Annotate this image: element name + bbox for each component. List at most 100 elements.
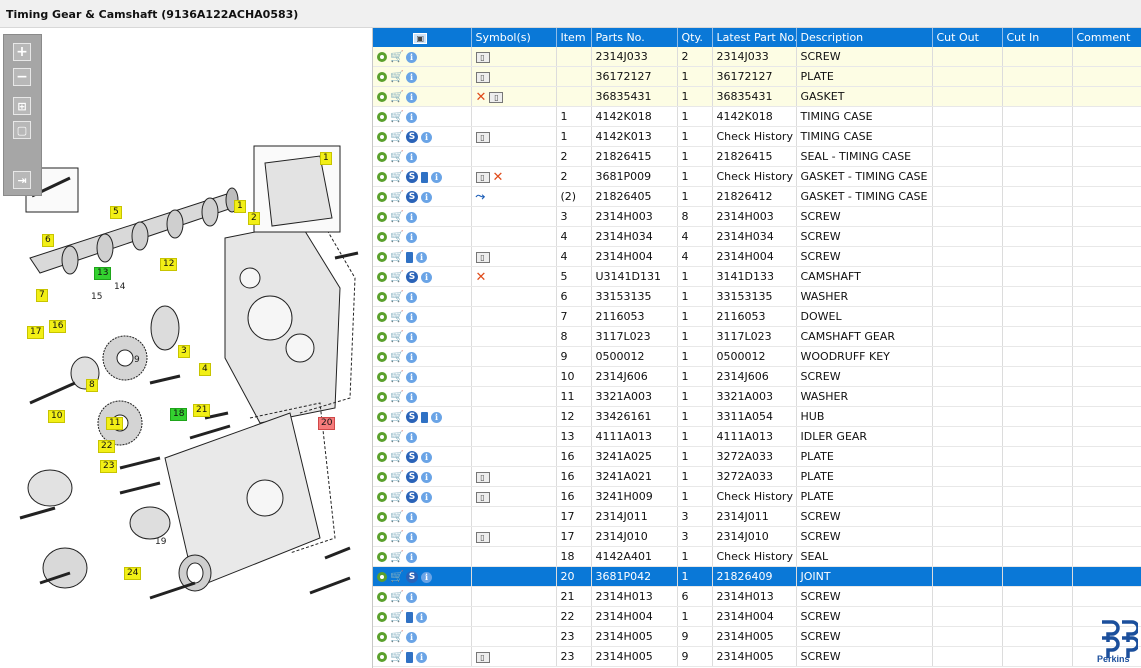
callout-label[interactable]: 17 <box>27 326 45 339</box>
document-icon[interactable]: ▯ <box>489 91 504 103</box>
document-icon[interactable]: ▯ <box>475 531 490 543</box>
document-icon[interactable]: ▯ <box>475 471 490 483</box>
add-to-cart-icon[interactable]: 🛒 <box>390 190 404 203</box>
add-to-cart-icon[interactable]: 🛒 <box>390 650 404 663</box>
settings-gear-icon[interactable] <box>377 272 387 282</box>
supersession-icon[interactable]: S <box>406 191 418 203</box>
callout-label[interactable]: 5 <box>110 206 122 219</box>
service-bulletin-icon[interactable] <box>421 171 428 183</box>
column-header-qty[interactable]: Qty. <box>677 28 713 47</box>
settings-gear-icon[interactable] <box>377 632 387 642</box>
assembly-gear-icon[interactable] <box>377 552 387 562</box>
settings-gear-icon[interactable] <box>377 132 387 142</box>
callout-label[interactable]: 1 <box>320 152 332 165</box>
column-header-comment[interactable]: Comment <box>1072 28 1141 47</box>
settings-gear-icon[interactable] <box>377 292 387 302</box>
info-icon[interactable]: i <box>406 231 417 243</box>
info-icon[interactable]: i <box>421 271 432 283</box>
settings-gear-icon[interactable] <box>377 472 387 482</box>
add-to-cart-icon[interactable]: 🛒 <box>390 110 404 123</box>
interchange-arrow-icon[interactable]: ⤳ <box>475 189 486 203</box>
document-icon[interactable]: ▯ <box>475 251 490 263</box>
supersession-icon[interactable]: S <box>406 411 418 423</box>
settings-gear-icon[interactable] <box>377 212 387 222</box>
add-to-cart-icon[interactable]: 🛒 <box>390 250 404 263</box>
info-icon[interactable]: i <box>406 211 417 223</box>
callout-label[interactable]: 11 <box>106 417 124 430</box>
info-icon[interactable]: i <box>406 371 417 383</box>
info-icon[interactable]: i <box>406 91 417 103</box>
settings-gear-icon[interactable] <box>377 612 387 622</box>
callout-label[interactable]: 12 <box>160 258 178 271</box>
callout-label[interactable]: 20 <box>318 417 336 430</box>
add-to-cart-icon[interactable]: 🛒 <box>390 490 404 503</box>
settings-gear-icon[interactable] <box>377 112 387 122</box>
assembly-gear-icon[interactable] <box>377 432 387 442</box>
column-header-cut-in[interactable]: Cut In <box>1002 28 1073 47</box>
info-icon[interactable]: i <box>406 71 417 83</box>
not-available-icon[interactable]: ✕ <box>475 269 487 285</box>
column-header-cut-out[interactable]: Cut Out <box>932 28 1003 47</box>
exploded-parts-diagram[interactable] <box>0 28 372 668</box>
reset-view-button[interactable]: ▢ <box>13 121 31 139</box>
settings-gear-icon[interactable] <box>377 252 387 262</box>
callout-label[interactable]: 10 <box>48 410 66 423</box>
info-icon[interactable]: i <box>406 631 417 643</box>
add-to-cart-icon[interactable]: 🛒 <box>390 590 404 603</box>
info-icon[interactable]: i <box>421 471 432 483</box>
info-icon[interactable]: i <box>406 51 417 63</box>
info-icon[interactable]: i <box>406 291 417 303</box>
settings-gear-icon[interactable] <box>377 332 387 342</box>
add-to-cart-icon[interactable]: 🛒 <box>390 570 404 583</box>
info-icon[interactable]: i <box>421 131 432 143</box>
settings-gear-icon[interactable] <box>377 412 387 422</box>
export-panel-button[interactable]: ⇥ <box>13 171 31 189</box>
document-icon[interactable]: ▯ <box>475 651 490 663</box>
add-to-cart-icon[interactable]: 🛒 <box>390 370 404 383</box>
settings-gear-icon[interactable] <box>377 72 387 82</box>
add-to-cart-icon[interactable]: 🛒 <box>390 90 404 103</box>
callout-label[interactable]: 18 <box>170 408 188 421</box>
add-to-cart-icon[interactable]: 🛒 <box>390 550 404 563</box>
add-to-cart-icon[interactable]: 🛒 <box>390 270 404 283</box>
info-icon[interactable]: i <box>406 391 417 403</box>
settings-gear-icon[interactable] <box>377 392 387 402</box>
info-icon[interactable]: i <box>431 411 442 423</box>
add-to-cart-icon[interactable]: 🛒 <box>390 390 404 403</box>
settings-gear-icon[interactable] <box>377 652 387 662</box>
info-icon[interactable]: i <box>416 651 427 663</box>
add-to-cart-icon[interactable]: 🛒 <box>390 450 404 463</box>
info-icon[interactable]: i <box>416 611 427 623</box>
column-header-parts-no[interactable]: Parts No. <box>591 28 678 47</box>
callout-label[interactable]: 2 <box>248 212 260 225</box>
add-to-cart-icon[interactable]: 🛒 <box>390 170 404 183</box>
info-icon[interactable]: i <box>406 351 417 363</box>
info-icon[interactable]: i <box>406 511 417 523</box>
settings-gear-icon[interactable] <box>377 492 387 502</box>
supersession-icon[interactable]: S <box>406 471 418 483</box>
info-icon[interactable]: i <box>406 431 417 443</box>
settings-gear-icon[interactable] <box>377 232 387 242</box>
callout-label[interactable]: 8 <box>86 379 98 392</box>
info-icon[interactable]: i <box>406 331 417 343</box>
settings-gear-icon[interactable] <box>377 152 387 162</box>
info-icon[interactable]: i <box>406 531 417 543</box>
callout-label[interactable]: 4 <box>199 363 211 376</box>
document-icon[interactable]: ▯ <box>475 491 490 503</box>
info-icon[interactable]: i <box>406 551 417 563</box>
